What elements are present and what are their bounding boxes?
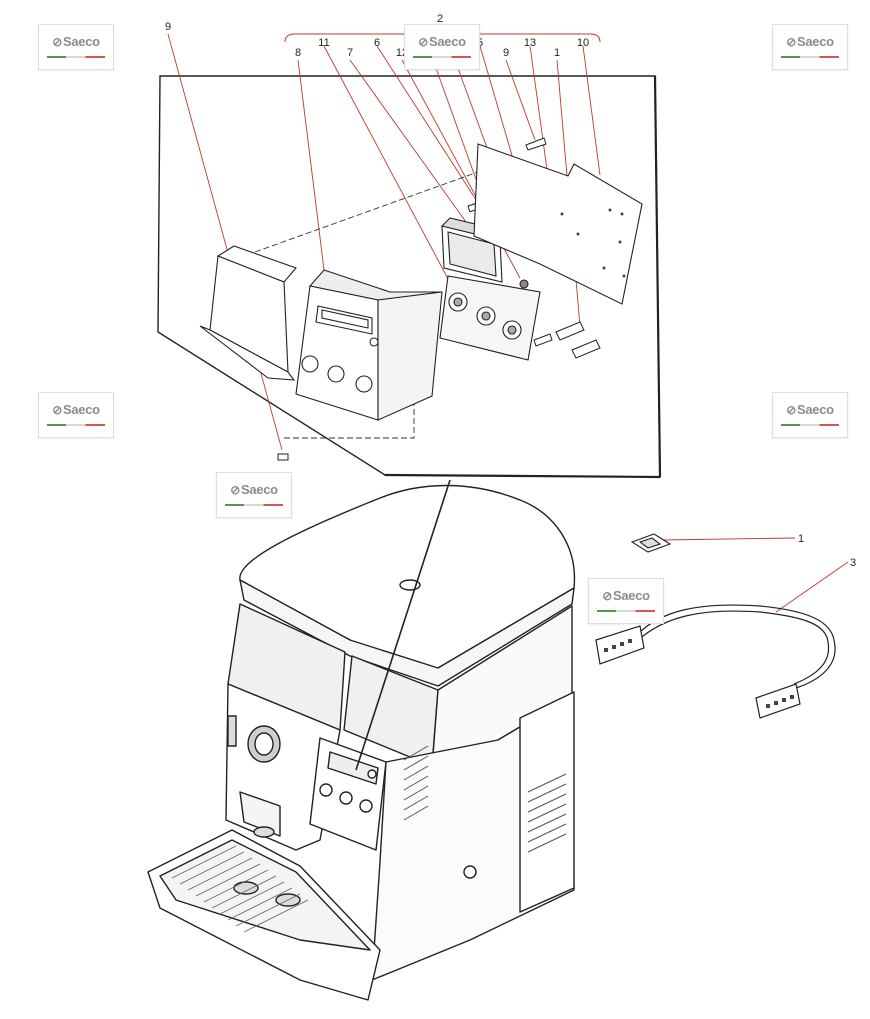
callout-top-13: 13 — [524, 37, 536, 49]
logo-stripe — [781, 424, 839, 426]
logo-text: Saeco — [62, 34, 100, 49]
part-main-board — [473, 143, 643, 305]
logo-stripe — [47, 56, 105, 58]
callout-top-1: 1 — [554, 47, 560, 59]
logo-text: Saeco — [62, 402, 100, 417]
part-fuses — [555, 321, 601, 359]
callout-2: 2 — [437, 13, 443, 25]
logo-text: Saeco — [796, 402, 834, 417]
logo-stripe — [47, 424, 105, 426]
assembly-dashed-lines — [254, 171, 479, 439]
coffee-machine-body — [147, 484, 576, 1001]
callout-top-6: 6 — [374, 37, 380, 49]
logo-stripe — [225, 504, 283, 506]
logo-text: Saeco — [240, 482, 278, 497]
logo-stripe — [781, 56, 839, 58]
saeco-logo-icon: ⊘ — [52, 35, 62, 49]
saeco-logo-watermark: ⊘Saeco — [588, 578, 664, 624]
callout-top-7: 7 — [347, 47, 353, 59]
connector-line — [355, 479, 451, 771]
logo-text: Saeco — [796, 34, 834, 49]
callout-1-clip: 1 — [798, 533, 804, 545]
logo-text: Saeco — [428, 34, 466, 49]
logo-stripe — [597, 610, 655, 612]
callout-top-10: 10 — [577, 37, 589, 49]
drip-tray-grill — [171, 845, 309, 933]
saeco-logo-watermark: ⊘Saeco — [404, 24, 480, 70]
callout-9-left: 9 — [165, 21, 171, 33]
callout-top-8: 8 — [295, 47, 301, 59]
saeco-logo-icon: ⊘ — [52, 403, 62, 417]
logo-text: Saeco — [612, 588, 650, 603]
saeco-logo-icon: ⊘ — [602, 589, 612, 603]
callout-top-11: 11 — [318, 37, 329, 49]
saeco-logo-icon: ⊘ — [418, 35, 428, 49]
saeco-logo-icon: ⊘ — [786, 403, 796, 417]
saeco-logo-watermark: ⊘Saeco — [38, 24, 114, 70]
part-panel-cover — [295, 269, 443, 421]
callout-top-9: 9 — [503, 47, 509, 59]
callout-3-cable: 3 — [850, 557, 856, 569]
part-cable-clip — [630, 533, 672, 553]
saeco-logo-icon: ⊘ — [786, 35, 796, 49]
part-wiring-harness — [595, 604, 836, 719]
saeco-logo-watermark: ⊘Saeco — [772, 24, 848, 70]
logo-stripe — [413, 56, 471, 58]
saeco-logo-watermark: ⊘Saeco — [38, 392, 114, 438]
saeco-logo-watermark: ⊘Saeco — [216, 472, 292, 518]
part-button-board — [439, 275, 541, 361]
part-bracket-tray — [199, 245, 297, 381]
callout-top-5b: 5 — [477, 37, 483, 49]
machine-vents — [403, 745, 567, 853]
saeco-logo-icon: ⊘ — [230, 483, 240, 497]
saeco-logo-watermark: ⊘Saeco — [772, 392, 848, 438]
